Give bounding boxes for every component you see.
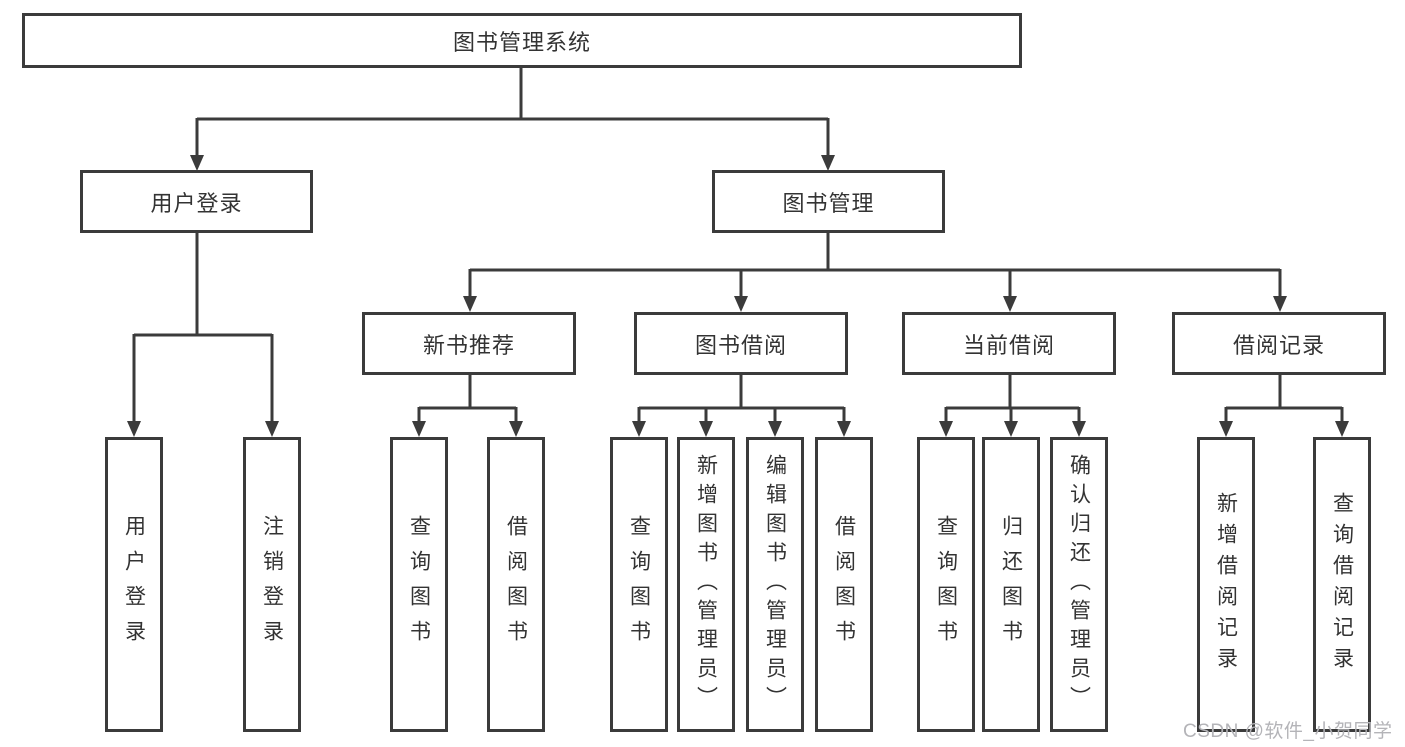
node-book-borrow-label: 图书借阅	[694, 332, 787, 358]
node-borrow-record: 借阅记录	[1172, 312, 1386, 375]
node-confirm-return-admin-label: 确认归还（管理员）	[1067, 454, 1091, 715]
node-query-book-3: 查询图书	[917, 437, 975, 732]
node-borrow-book-1: 借阅图书	[487, 437, 545, 732]
node-query-book-2: 查询图书	[610, 437, 668, 732]
node-borrow-book-1-label: 借阅图书	[504, 514, 528, 655]
node-current-borrow-label: 当前借阅	[962, 332, 1055, 358]
node-return-book-label: 归还图书	[999, 514, 1023, 655]
node-return-book: 归还图书	[982, 437, 1040, 732]
node-borrow-book-2: 借阅图书	[815, 437, 873, 732]
csdn-watermark: CSDN @软件_小贺同学	[1183, 721, 1393, 742]
node-confirm-return-admin: 确认归还（管理员）	[1050, 437, 1108, 732]
node-query-book-2-label: 查询图书	[627, 514, 651, 655]
node-add-borrow-record-label: 新增借阅记录	[1214, 491, 1238, 678]
node-borrow-book-2-label: 借阅图书	[832, 514, 856, 655]
node-root: 图书管理系统	[22, 13, 1022, 68]
node-edit-book-admin-label: 编辑图书（管理员）	[763, 454, 787, 715]
node-login-label: 用户登录	[122, 514, 146, 655]
node-book-management: 图书管理	[712, 170, 945, 233]
node-query-borrow-record-label: 查询借阅记录	[1330, 491, 1354, 678]
node-new-book-recommend-label: 新书推荐	[422, 332, 515, 358]
node-current-borrow: 当前借阅	[902, 312, 1116, 375]
node-query-book-3-label: 查询图书	[934, 514, 958, 655]
node-book-borrow: 图书借阅	[634, 312, 848, 375]
node-logout: 注销登录	[243, 437, 301, 732]
node-query-book-1-label: 查询图书	[407, 514, 431, 655]
node-book-management-label: 图书管理	[782, 190, 875, 216]
node-add-book-admin-label: 新增图书（管理员）	[694, 454, 718, 715]
node-logout-label: 注销登录	[260, 514, 284, 655]
arrowheads	[127, 155, 1349, 437]
node-root-label: 图书管理系统	[452, 29, 591, 55]
node-login: 用户登录	[105, 437, 163, 732]
node-borrow-record-label: 借阅记录	[1232, 332, 1325, 358]
node-user-login: 用户登录	[80, 170, 313, 233]
node-query-borrow-record: 查询借阅记录	[1313, 437, 1371, 732]
node-add-borrow-record: 新增借阅记录	[1197, 437, 1255, 732]
node-user-login-label: 用户登录	[150, 190, 243, 216]
node-edit-book-admin: 编辑图书（管理员）	[746, 437, 804, 732]
node-query-book-1: 查询图书	[390, 437, 448, 732]
node-new-book-recommend: 新书推荐	[362, 312, 576, 375]
node-add-book-admin: 新增图书（管理员）	[677, 437, 735, 732]
